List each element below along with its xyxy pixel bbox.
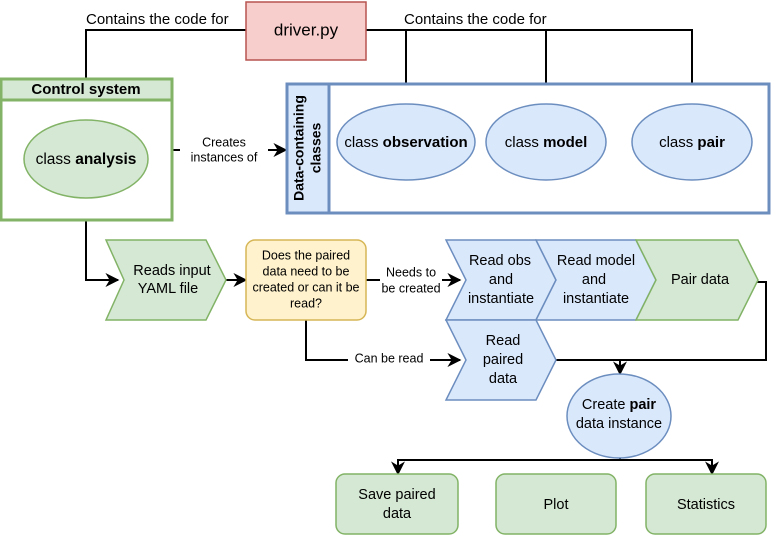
read-obs-step: Read obs and instantiate <box>444 239 557 321</box>
edge-driver-to-pair <box>546 29 699 104</box>
driver-node: driver.py <box>245 1 367 61</box>
data-classes-header <box>285 82 331 215</box>
create-pair-line1: Create pair <box>582 397 657 413</box>
label-can-be-read: Can be read <box>355 351 424 365</box>
save-paired-line2: data <box>383 506 412 522</box>
reads-yaml-line2: YAML file <box>138 281 198 297</box>
read-obs-line2: and <box>489 272 513 288</box>
class-model-node <box>485 103 607 181</box>
control-system-header <box>0 77 174 102</box>
statistics-label: Statistics <box>677 497 735 513</box>
create-pair-line2: data instance <box>576 416 662 432</box>
decision-line1: Does the paired <box>262 248 350 262</box>
label-contains-right: Contains the code for <box>404 11 547 28</box>
read-model-step: Read model and instantiate <box>534 239 657 321</box>
read-paired-line1: Read <box>486 333 521 349</box>
label-creates-line1: Creates <box>202 135 246 149</box>
decision-line3: created or can it be <box>252 280 359 294</box>
driver-label: driver.py <box>274 20 339 39</box>
pair-data-label: Pair data <box>671 272 730 288</box>
driver-box <box>245 1 367 61</box>
class-observation-label: class observation <box>344 134 467 151</box>
class-analysis-label: class analysis <box>36 151 137 168</box>
data-classes-title-line1: Data-containing <box>291 95 307 201</box>
label-needs-line1: Needs to <box>386 265 436 279</box>
edge-driver-to-control <box>85 29 246 80</box>
save-paired-output: Save paired data <box>335 473 459 535</box>
control-system-container: Control system class analysis <box>0 77 174 222</box>
label-contains-left: Contains the code for <box>86 11 229 28</box>
statistics-box <box>645 473 767 535</box>
label-creates-bg <box>180 134 268 168</box>
create-pair-node <box>566 373 672 459</box>
edge-create-pair-to-outputs <box>391 458 621 476</box>
label-needs-line2: be created <box>381 281 440 295</box>
pair-data-shape <box>634 239 759 321</box>
save-paired-line1: Save paired <box>358 487 435 503</box>
class-observation-node <box>336 103 476 181</box>
plot-label: Plot <box>544 497 569 513</box>
class-analysis-node <box>23 119 149 199</box>
decision-box <box>245 239 367 321</box>
read-obs-line3: instantiate <box>468 291 534 307</box>
save-paired-box <box>335 473 459 535</box>
read-paired-line3: data <box>489 371 518 387</box>
plot-box <box>495 473 617 535</box>
create-pair-step: Create pair data instance <box>566 373 672 459</box>
control-system-title: Control system <box>31 81 140 98</box>
plot-output: Plot <box>495 473 617 535</box>
reads-yaml-step: Reads input YAML file <box>104 239 227 321</box>
edge-control-to-reads-yaml <box>85 220 120 287</box>
read-obs-line1: Read obs <box>469 253 531 269</box>
class-pair-label: class pair <box>659 134 725 151</box>
label-creates-line2: instances of <box>191 150 258 164</box>
reads-yaml-shape <box>104 239 227 321</box>
pair-data-step: Pair data <box>634 239 759 321</box>
class-model-label: class model <box>505 134 588 151</box>
data-classes-container: Data-containing classes class observatio… <box>285 82 771 215</box>
edge-create-pair-to-statistics <box>620 459 719 476</box>
decision-line2: data need to be <box>263 264 350 278</box>
read-paired-shape <box>444 319 557 401</box>
read-paired-line2: paired <box>483 352 523 368</box>
data-classes-title-line2: classes <box>308 122 324 173</box>
reads-yaml-line1: Reads input <box>133 263 210 279</box>
decision-step: Does the paired data need to be created … <box>245 239 367 321</box>
decision-line4: read? <box>290 296 322 310</box>
read-model-line2: and <box>582 272 606 288</box>
data-classes-title: Data-containing classes <box>291 95 324 201</box>
read-model-line1: Read model <box>557 253 635 269</box>
read-model-line3: instantiate <box>563 291 629 307</box>
label-can-be-read-bg <box>348 350 430 368</box>
read-paired-step: Read paired data <box>444 319 557 401</box>
statistics-output: Statistics <box>645 473 767 535</box>
class-pair-node <box>631 103 753 181</box>
label-needs-bg <box>380 266 442 298</box>
